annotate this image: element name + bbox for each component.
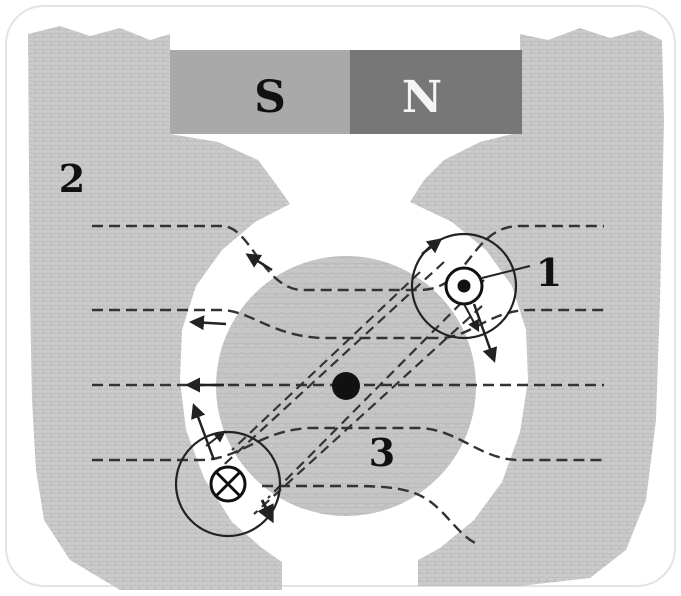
south-pole-label: S [254,72,286,123]
label-rotor: 3 [369,430,395,475]
dot-center [457,279,471,293]
north-pole-label: N [402,72,442,123]
coil-edge [267,279,485,499]
magnet-south-pole [170,50,350,134]
field-arrow [189,315,227,331]
field-line [92,426,604,462]
label-coil-side: 1 [536,250,562,295]
coil-edge [215,261,445,473]
conductor-top [410,232,531,363]
coil-edge [253,305,483,515]
cross-mark [214,470,242,498]
tangent-arrow [257,499,274,524]
label-leader [481,265,531,279]
stator-left [28,26,290,590]
field-line [262,484,481,547]
force-arrow [191,403,216,461]
field-arrow [245,253,273,272]
field-arrows [185,253,273,393]
force-circle [410,232,518,340]
conductor-bottom [174,403,282,538]
coil-frame [215,261,485,515]
force-arrow [472,303,498,363]
label-stator: 2 [59,156,85,201]
short-arrow [205,430,226,447]
magnet-north-pole [350,50,522,134]
tangent-arrow [421,238,443,255]
short-arrow [463,303,480,333]
field-line [92,308,604,340]
force-circle [174,430,282,538]
stator-right [410,28,664,586]
coil-edge [231,271,421,451]
rotor-axis [332,372,360,400]
field-line [92,224,604,292]
